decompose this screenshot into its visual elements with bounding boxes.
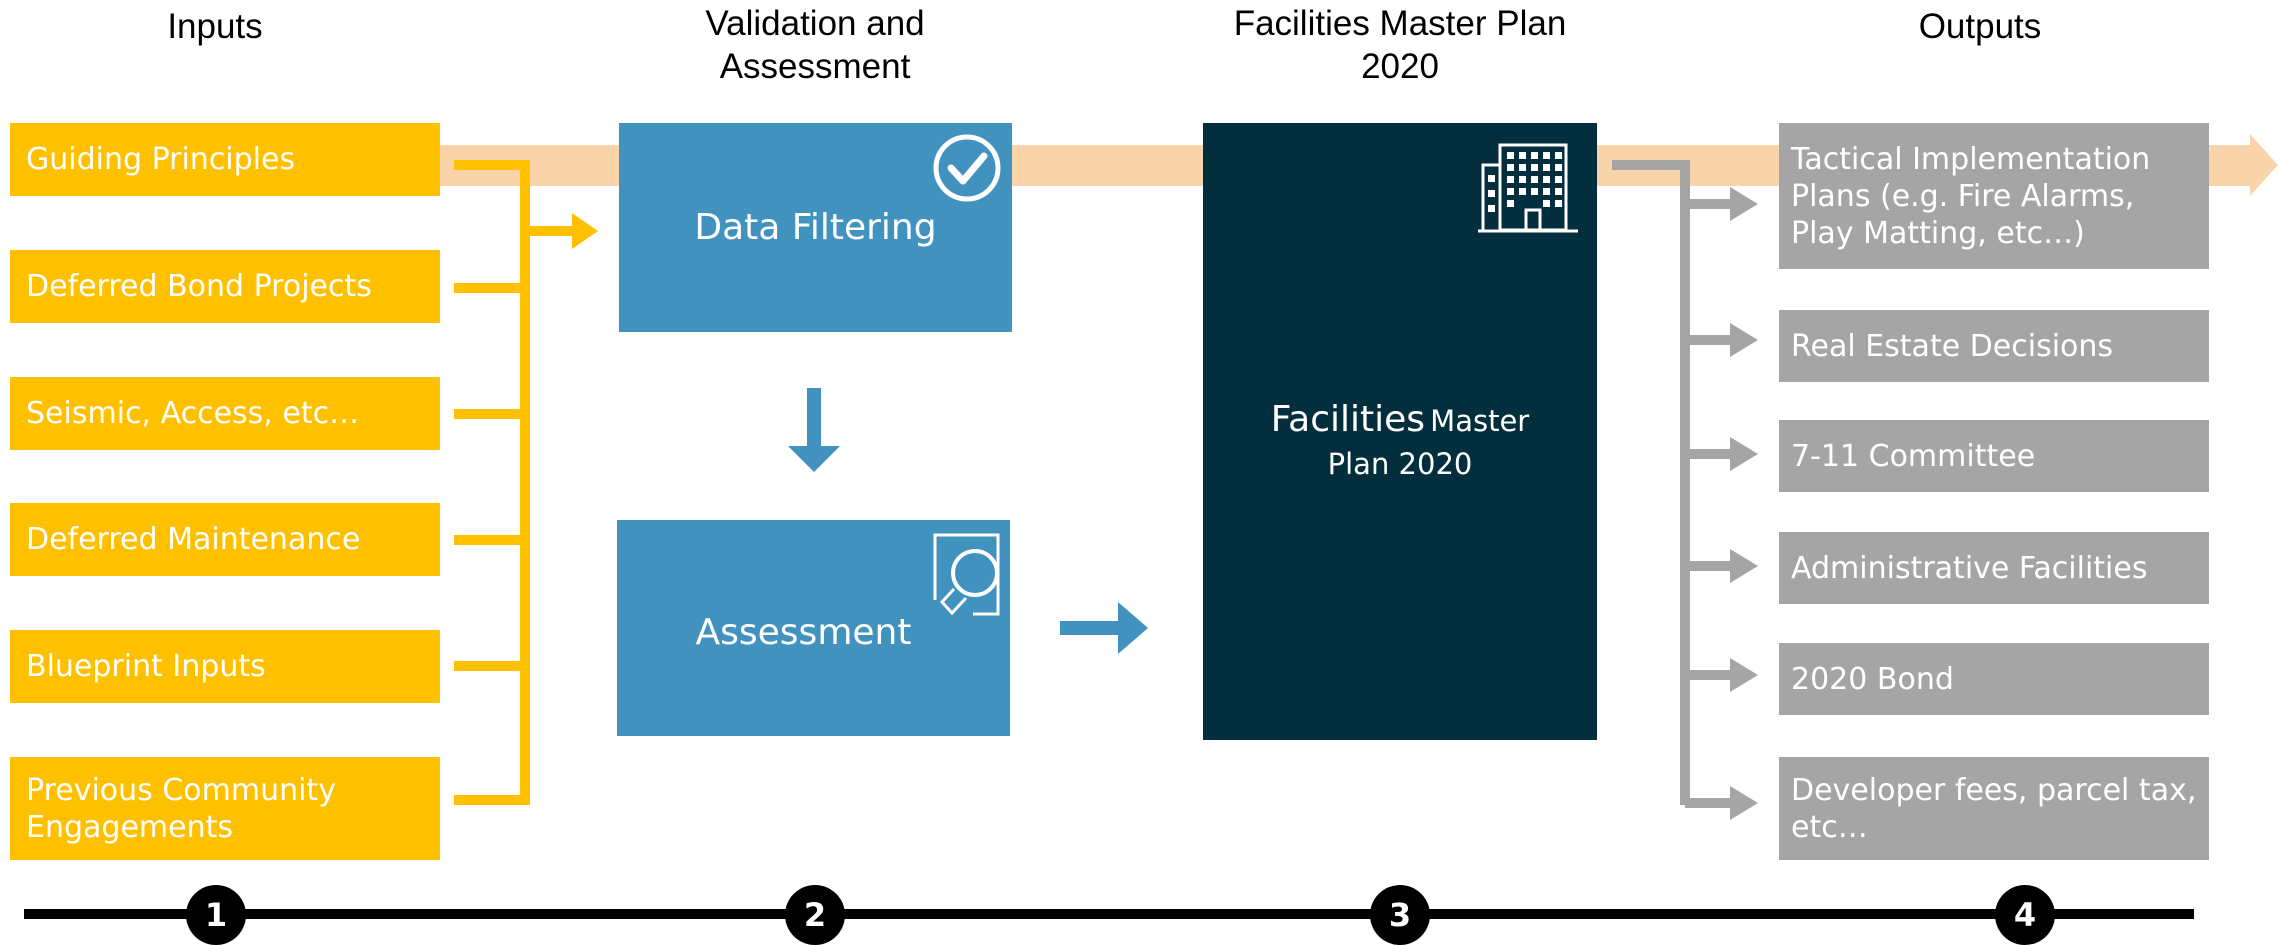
output-developer-fees: Developer fees, parcel tax, etc… (1779, 757, 2209, 860)
right-arrow-head (1118, 602, 1148, 654)
down-arrow-shaft (807, 388, 821, 450)
step-4-badge: 4 (1995, 885, 2055, 945)
validation-title-line1: Validation and (705, 4, 925, 43)
input-previous-community-engagements: Previous Community Engagements (10, 757, 440, 860)
output-arrowhead-4 (1730, 549, 1758, 583)
fmp-label: Facilities Master Plan 2020 (1203, 399, 1597, 481)
fmp-title-line2: 2020 (1361, 47, 1439, 86)
output-tactical-implementation-plans: Tactical Implementation Plans (e.g. Fire… (1779, 123, 2209, 269)
output-arrowhead-3 (1730, 437, 1758, 471)
input-deferred-maintenance: Deferred Maintenance (10, 503, 440, 576)
input-guiding-principles: Guiding Principles (10, 123, 440, 196)
input-connector-arrowhead (572, 213, 598, 249)
fmp-label-part1: Facilities (1270, 399, 1426, 440)
input-blueprint-inputs: Blueprint Inputs (10, 630, 440, 703)
inputs-title: Inputs (167, 7, 263, 46)
validation-title: Validation and Assessment (615, 2, 1015, 88)
input-seismic-access: Seismic, Access, etc… (10, 377, 440, 450)
input-deferred-bond-projects: Deferred Bond Projects (10, 250, 440, 323)
fmp-label-line2: Plan 2020 (1327, 447, 1473, 481)
fmp-title-line1: Facilities Master Plan (1233, 4, 1567, 43)
outputs-title: Outputs (1918, 7, 2042, 46)
validation-title-line2: Assessment (719, 47, 911, 86)
right-arrow-shaft (1060, 621, 1122, 635)
step-3-badge: 3 (1370, 885, 1430, 945)
output-arrowhead-6 (1730, 786, 1758, 820)
step-2-badge: 2 (785, 885, 845, 945)
data-filtering-box: Data Filtering (619, 123, 1012, 332)
fmp-label-part2: Master (1430, 404, 1530, 438)
timeline-line (24, 909, 2194, 919)
output-7-11-committee: 7-11 Committee (1779, 420, 2209, 492)
output-arrowhead-2 (1730, 323, 1758, 357)
step-1-badge: 1 (186, 885, 246, 945)
output-real-estate-decisions: Real Estate Decisions (1779, 310, 2209, 382)
assessment-label: Assessment (695, 611, 912, 653)
output-arrowhead-1 (1730, 187, 1758, 221)
data-filtering-label: Data Filtering (694, 207, 937, 248)
assessment-box: Assessment (617, 520, 1010, 736)
output-2020-bond: 2020 Bond (1779, 643, 2209, 715)
output-administrative-facilities: Administrative Facilities (1779, 532, 2209, 604)
facilities-master-plan-box: Facilities Master Plan 2020 (1203, 123, 1597, 740)
fmp-title: Facilities Master Plan 2020 (1180, 2, 1620, 88)
output-arrowhead-5 (1730, 658, 1758, 692)
down-arrow-head (788, 446, 840, 472)
